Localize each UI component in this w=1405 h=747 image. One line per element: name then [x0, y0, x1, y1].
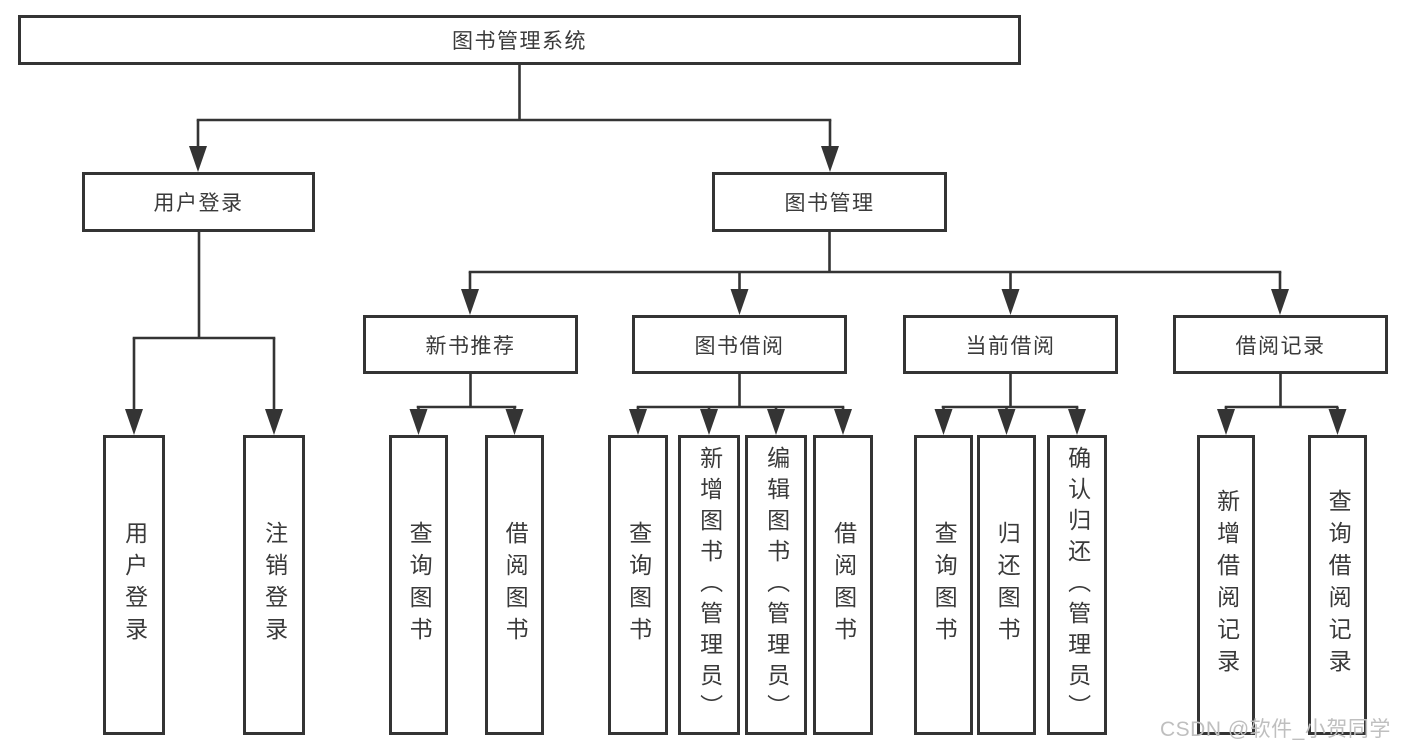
arrowhead-down-icon	[265, 409, 283, 435]
node-new-book-recommend-label: 新书推荐	[425, 334, 516, 358]
arrowhead-down-icon	[834, 409, 852, 435]
node-current-borrowing: 当前借阅	[903, 315, 1118, 374]
node-book-management-branch-label: 图书管理	[784, 192, 875, 215]
arrowhead-down-icon	[767, 409, 785, 435]
leaf-edit-book-admin: 编辑图书（管理员）	[745, 435, 807, 735]
arrowhead-down-icon	[461, 289, 479, 315]
arrowhead-down-icon	[1328, 409, 1347, 435]
leaf-query-borrow-record: 查询借阅记录	[1308, 435, 1367, 735]
leaf-logout-label: 注销登录	[261, 521, 288, 649]
leaf-recommend-borrow-books-label: 借阅图书	[502, 521, 529, 649]
leaf-add-book-admin: 新增图书（管理员）	[678, 435, 740, 735]
arrowhead-down-icon	[821, 146, 839, 172]
arrowhead-down-icon	[125, 409, 143, 435]
arrowhead-down-icon	[1271, 289, 1289, 315]
arrowhead-down-icon	[997, 409, 1016, 435]
arrowhead-down-icon	[189, 146, 207, 172]
arrowhead-down-icon	[700, 409, 718, 435]
leaf-user-login-label: 用户登录	[121, 521, 148, 649]
node-user-login-branch-label: 用户登录	[153, 192, 244, 215]
node-user-login-branch: 用户登录	[82, 172, 315, 232]
leaf-confirm-return-admin-label: 确认归还（管理员）	[1064, 445, 1091, 725]
leaf-add-book-admin-label: 新增图书（管理员）	[696, 445, 723, 725]
leaf-return-books: 归还图书	[977, 435, 1036, 735]
node-current-borrowing-label: 当前借阅	[965, 334, 1056, 358]
arrowhead-down-icon	[505, 409, 524, 435]
leaf-user-login: 用户登录	[103, 435, 165, 735]
node-root: 图书管理系统	[18, 15, 1021, 65]
leaf-current-query-books-label: 查询图书	[931, 521, 958, 649]
arrowhead-down-icon	[629, 409, 647, 435]
arrowhead-down-icon	[1217, 409, 1235, 435]
leaf-return-books-label: 归还图书	[994, 521, 1021, 649]
leaf-borrow-borrow-books-label: 借阅图书	[830, 521, 857, 649]
node-borrowing-records: 借阅记录	[1173, 315, 1388, 374]
node-new-book-recommend: 新书推荐	[363, 315, 578, 374]
leaf-recommend-query-books-label: 查询图书	[406, 521, 433, 649]
csdn-watermark: CSDN @软件_小贺同学	[1160, 718, 1391, 741]
node-book-management-branch: 图书管理	[712, 172, 947, 232]
leaf-add-borrow-record-label: 新增借阅记录	[1213, 489, 1240, 681]
arrowhead-down-icon	[409, 409, 428, 435]
node-book-borrowing: 图书借阅	[632, 315, 847, 374]
leaf-recommend-borrow-books: 借阅图书	[485, 435, 544, 735]
leaf-borrow-query-books: 查询图书	[608, 435, 668, 735]
leaf-current-query-books: 查询图书	[914, 435, 973, 735]
leaf-borrow-borrow-books: 借阅图书	[813, 435, 873, 735]
leaf-recommend-query-books: 查询图书	[389, 435, 448, 735]
node-book-borrowing-label: 图书借阅	[694, 334, 785, 358]
leaf-edit-book-admin-label: 编辑图书（管理员）	[763, 445, 790, 725]
leaf-query-borrow-record-label: 查询借阅记录	[1325, 489, 1352, 681]
leaf-confirm-return-admin: 确认归还（管理员）	[1047, 435, 1107, 735]
arrowhead-down-icon	[1068, 409, 1086, 435]
node-root-label: 图书管理系统	[452, 30, 587, 53]
arrowhead-down-icon	[1001, 289, 1020, 315]
leaf-add-borrow-record: 新增借阅记录	[1197, 435, 1255, 735]
leaf-logout: 注销登录	[243, 435, 305, 735]
node-borrowing-records-label: 借阅记录	[1235, 334, 1326, 358]
arrowhead-down-icon	[934, 409, 953, 435]
leaf-borrow-query-books-label: 查询图书	[625, 521, 652, 649]
arrowhead-down-icon	[730, 289, 749, 315]
